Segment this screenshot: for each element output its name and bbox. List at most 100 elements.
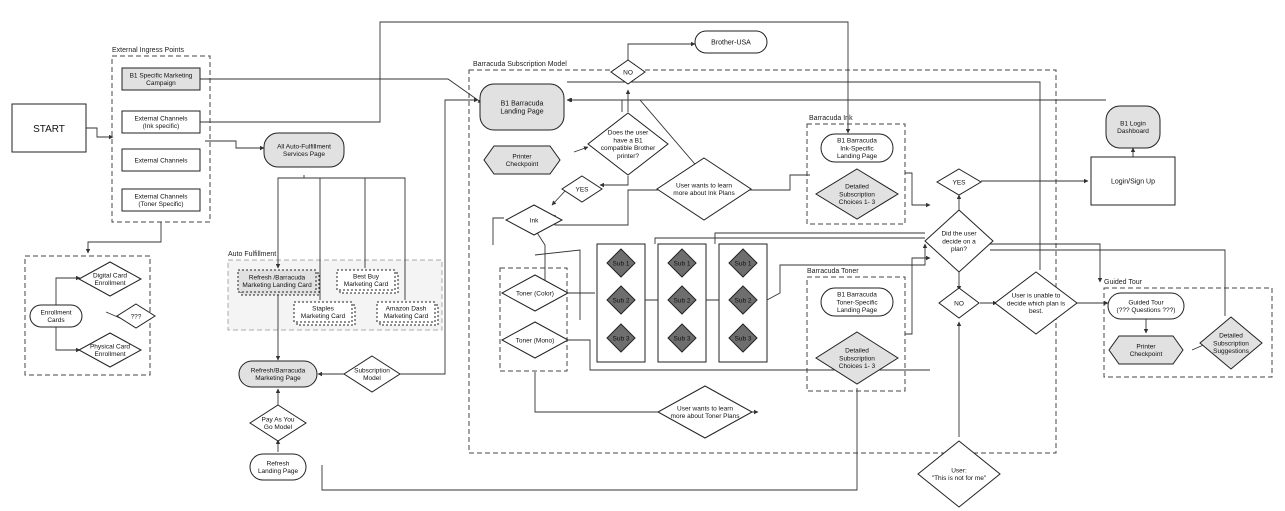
external-channels-toner-text: External Channels [134,193,188,200]
learn-ink-plans-text: more about Ink Plans [673,190,735,197]
unknown-enrollment-text: ??? [131,313,142,320]
auto-fulfillment-label: Auto Fulfillment [228,251,276,258]
compatible-printer-question-text: Does the user [608,130,649,137]
guided-tour-label: Guided Tour [1104,279,1143,286]
b1-marketing-campaign-text: Campaign [146,80,176,87]
b1-login-dashboard-text: B1 Login [1120,120,1146,127]
ink-subscription-choices-text: Subscription [839,191,875,198]
yes-compatible: YES [561,175,603,203]
subscription-model-node-text: Subscription [354,367,390,374]
guided-tour-node: Guided Tour(??? Questions ???) [1107,292,1185,320]
external-channels-text: External Channels [134,157,188,164]
guided-tour-node-text: Guided Tour [1128,299,1164,306]
b1-login-dashboard-text: Dashboard [1117,128,1149,135]
user-unable-to-decide-text: decide which plan is [1007,300,1066,307]
guided-tour-node-text: (??? Questions ???) [1117,307,1176,314]
sub2-col3: Sub 2 [728,285,758,315]
barracuda-ink-label: Barracuda Ink [809,115,853,122]
subscription-model-node-text: Model [363,375,381,382]
sub1-col2: Sub 1 [667,248,697,278]
brother-usa: Brother-USA [694,30,768,54]
learn-toner-plans-text: User wants to learn [677,405,733,412]
compatible-printer-question-text: printer? [617,153,639,160]
refresh-marketing-card-text: Refresh /Barracuda [249,274,306,281]
toner-landing-page-text: Landing Page [837,307,878,314]
ink-landing-page-text: Landing Page [837,153,878,160]
digital-card-enrollment-text: Digital Card [93,272,127,279]
subscription-model-group: Barracuda Subscription Model [468,61,1057,454]
external-channels-ink-text: External Channels [134,115,188,122]
no-decided: NO [938,287,980,319]
physical-card-enrollment-text: Physical Card [90,343,130,350]
ink-subscription-choices-text: Choices 1- 3 [839,199,876,206]
staples-marketing-card-text: Staples [312,305,334,312]
external-channels-ink: External Channels(Ink specific) [121,110,201,134]
start-node: START [11,103,87,153]
yes-compatible-text: YES [575,186,589,193]
auto-fulfillment-services-page-text: All Auto-Fulfillment [277,143,331,150]
sub1-col2-text: Sub 1 [674,260,691,267]
toner-options-group [499,267,568,372]
amazon-dash-marketing-card-text: Marketing Card [384,313,429,320]
auto-fulfillment-services-page-text: Services Page [283,151,325,158]
user-unable-to-decide-text: best. [1029,308,1043,315]
compatible-printer-question-text: compatible Brother [601,145,656,152]
refresh-marketing-page-text: Refresh/Barracuda [251,367,306,374]
toner-color: Toner (Color) [500,274,570,312]
b1-marketing-campaign-text: B1 Specific Marketing [130,72,193,79]
yes-decided: YES [936,168,982,196]
sub2-col1-text: Sub 2 [613,297,630,304]
no-compatible: NO [610,59,646,85]
bestbuy-marketing-card-text: Best Buy [353,273,380,280]
toner-landing-page-text: Toner-Specific [836,299,878,306]
sub2-col1: Sub 2 [606,285,636,315]
staples-marketing-card-text: Marketing Card [301,313,346,320]
ink-landing-page-text: B1 Barracuda [837,138,877,145]
yes-decided-text: YES [952,179,966,186]
detailed-subscription-suggestions-text: Detailed [1219,333,1243,340]
toner-color-text: Toner (Color) [516,290,554,297]
toner-mono-text: Toner (Mono) [516,337,555,344]
guided-printer-checkpoint-text: Printer [1136,343,1156,350]
guided-printer-checkpoint-text: Checkpoint [1130,351,1163,358]
sub3-col2: Sub 3 [667,323,697,353]
ink-choice-text: Ink [530,217,539,224]
barracuda-toner-label: Barracuda Toner [807,268,859,275]
digital-card-enrollment-text: Enrollment [94,280,125,287]
enrollment-cards-text: Cards [47,317,65,324]
external-channels-toner-text: (Toner Specific) [138,201,183,208]
b1-barracuda-landing-page-text: B1 Barracuda [501,100,544,107]
printer-checkpoint-text: Printer [512,153,532,160]
refresh-marketing-page-text: Marketing Page [255,375,301,382]
external-channels: External Channels [121,148,201,172]
bestbuy-marketing-card-text: Marketing Card [344,281,389,288]
detailed-subscription-suggestions-text: Subscription [1213,340,1249,347]
user-unable-to-decide-text: User is unable to [1012,293,1061,300]
ink-landing-page-text: Ink-Specific [840,145,874,152]
connectors [55,21,1226,491]
sub1-col1: Sub 1 [606,248,636,278]
user-not-for-me-text: User: [951,467,967,474]
pay-as-you-go-model-text: Pay As You [262,416,295,423]
refresh-landing-page-text: Landing Page [258,468,299,475]
printer-checkpoint-text: Checkpoint [506,161,539,168]
